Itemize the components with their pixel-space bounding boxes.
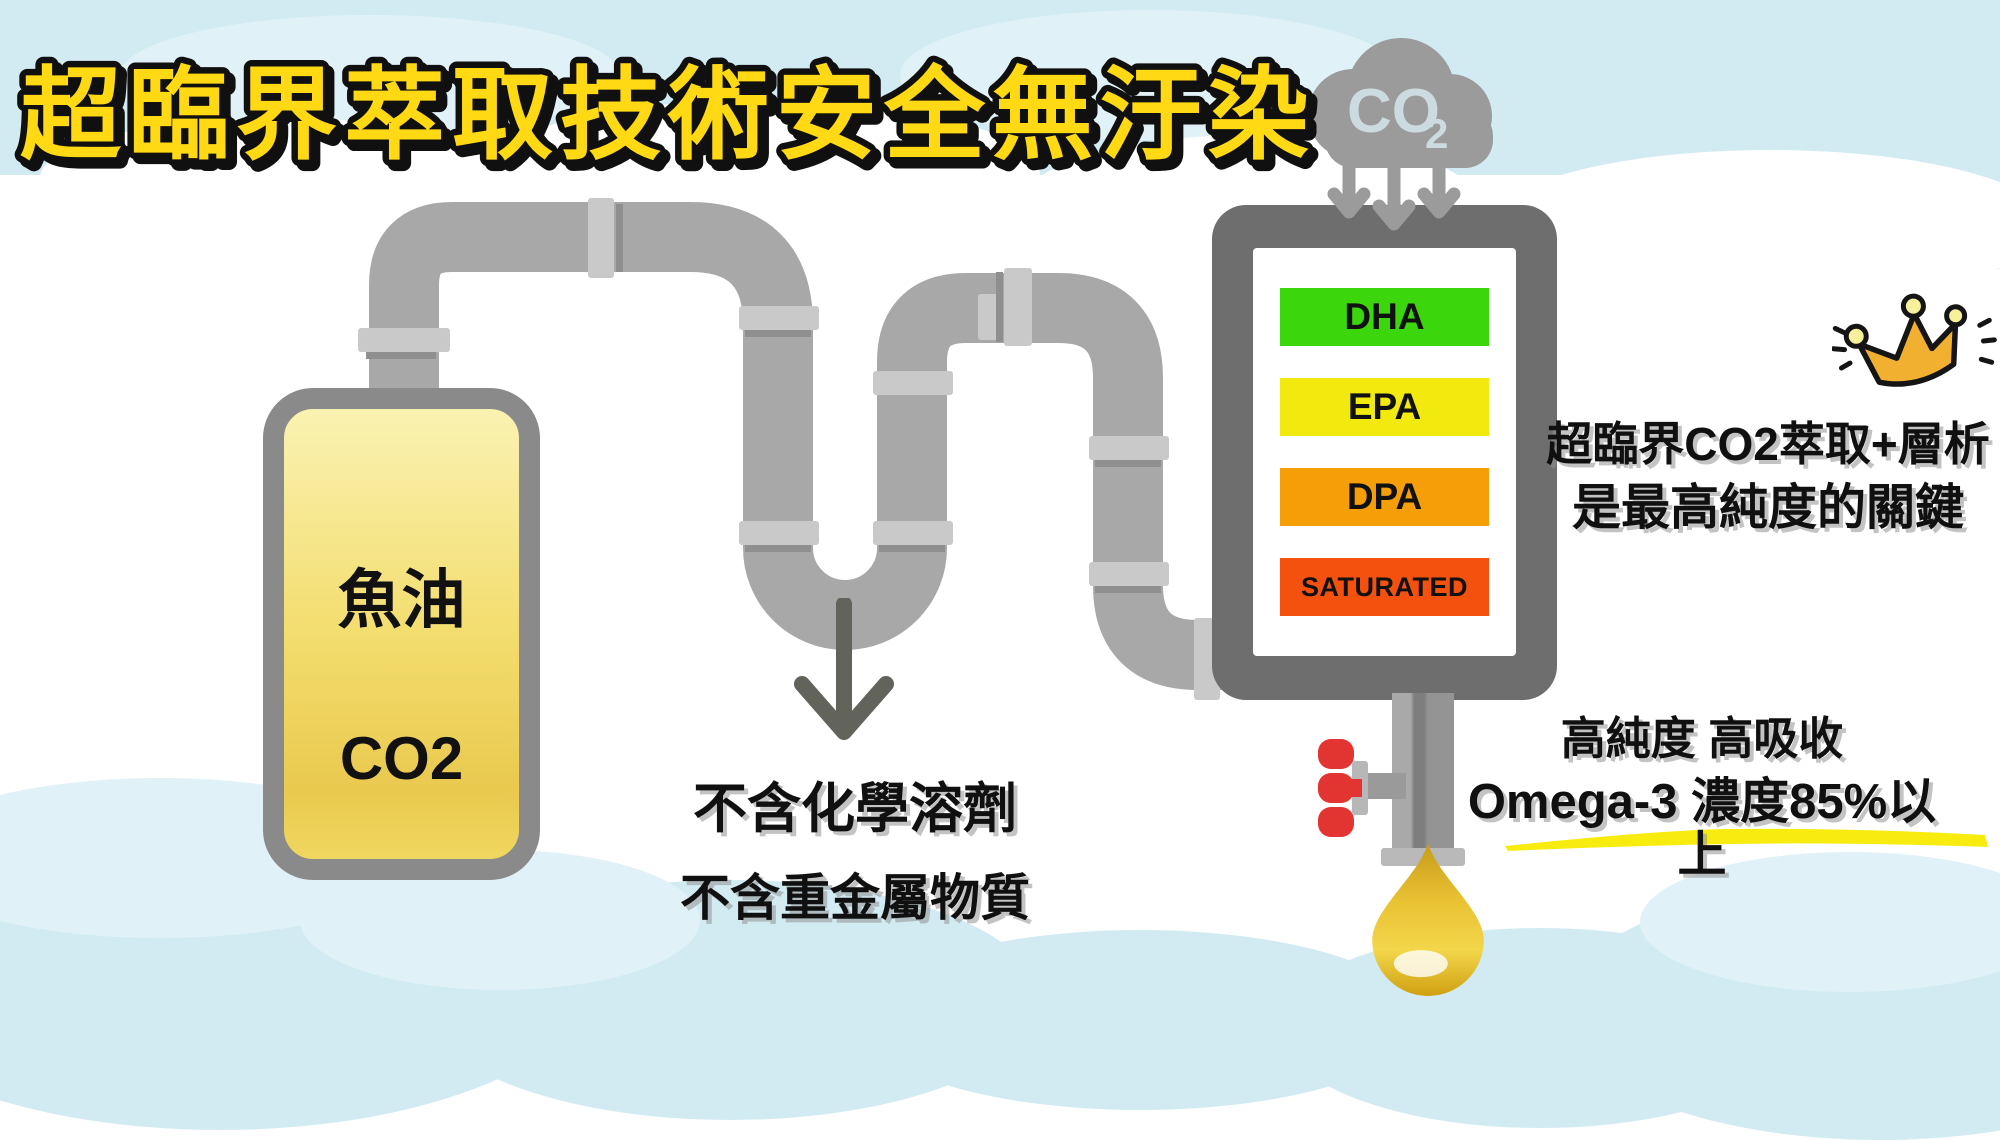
valve-icon	[1318, 739, 1406, 837]
callout-purity: 高純度 高吸收 Omega-3 濃度85%以上	[1448, 714, 1956, 883]
title-shadow: 超臨界萃取技術安全無汙染	[25, 65, 1321, 177]
callout-no-chemical-solvent: 不含化學溶劑	[693, 779, 1017, 839]
callout-purity-line1: 高純度 高吸收	[1560, 713, 1844, 764]
cloud-co-label: CO	[1347, 77, 1440, 146]
column-band-epa: EPA	[1280, 378, 1489, 436]
oil-drop-icon	[1372, 843, 1484, 996]
bottom-wash-light	[1640, 852, 2000, 992]
fish-oil-tank: 魚油 CO2	[263, 388, 540, 880]
title-text: 超臨界萃取技術安全無汙染	[20, 60, 1316, 172]
yellow-underline	[1505, 828, 1988, 851]
column-band-dpa: DPA	[1280, 468, 1489, 526]
callout-extraction-line2: 是最高純度的關鍵	[1571, 481, 1964, 536]
pipe-run	[358, 198, 1262, 700]
callout-extraction: 超臨界CO2萃取+層析 是最高純度的關鍵	[1533, 418, 2000, 537]
pipe-couplings	[358, 198, 1220, 700]
co2-feed-arrows-icon	[1327, 153, 1461, 231]
callout-extraction-line1: 超臨界CO2萃取+層析	[1546, 418, 1990, 470]
column-band-dha: DHA	[1280, 288, 1489, 346]
tank-label-co2: CO2	[339, 725, 464, 792]
crown-icon	[1832, 293, 1997, 387]
sky-light-patch	[120, 15, 620, 135]
separation-column: DHA EPA DPA SATURATED	[1212, 205, 1557, 700]
cloud-sub2-label: 2	[1425, 110, 1448, 157]
cloud-blob	[1490, 150, 2000, 300]
pipe-path	[369, 202, 1262, 690]
co2-cloud-icon: CO 2	[1308, 38, 1493, 231]
callout-purity-line2: Omega-3 濃度85%以上	[1467, 774, 1937, 883]
page-title: 超臨界萃取技術安全無汙染 超臨界萃取技術安全無汙染	[14, 54, 1321, 184]
column-bands: DHA EPA DPA SATURATED	[1253, 248, 1516, 656]
tank-label-fish-oil: 魚油	[337, 564, 466, 636]
column-band-saturated: SATURATED	[1280, 558, 1489, 616]
down-arrow-icon	[794, 598, 894, 740]
callout-no-heavy-metal: 不含重金屬物質	[680, 870, 1030, 926]
